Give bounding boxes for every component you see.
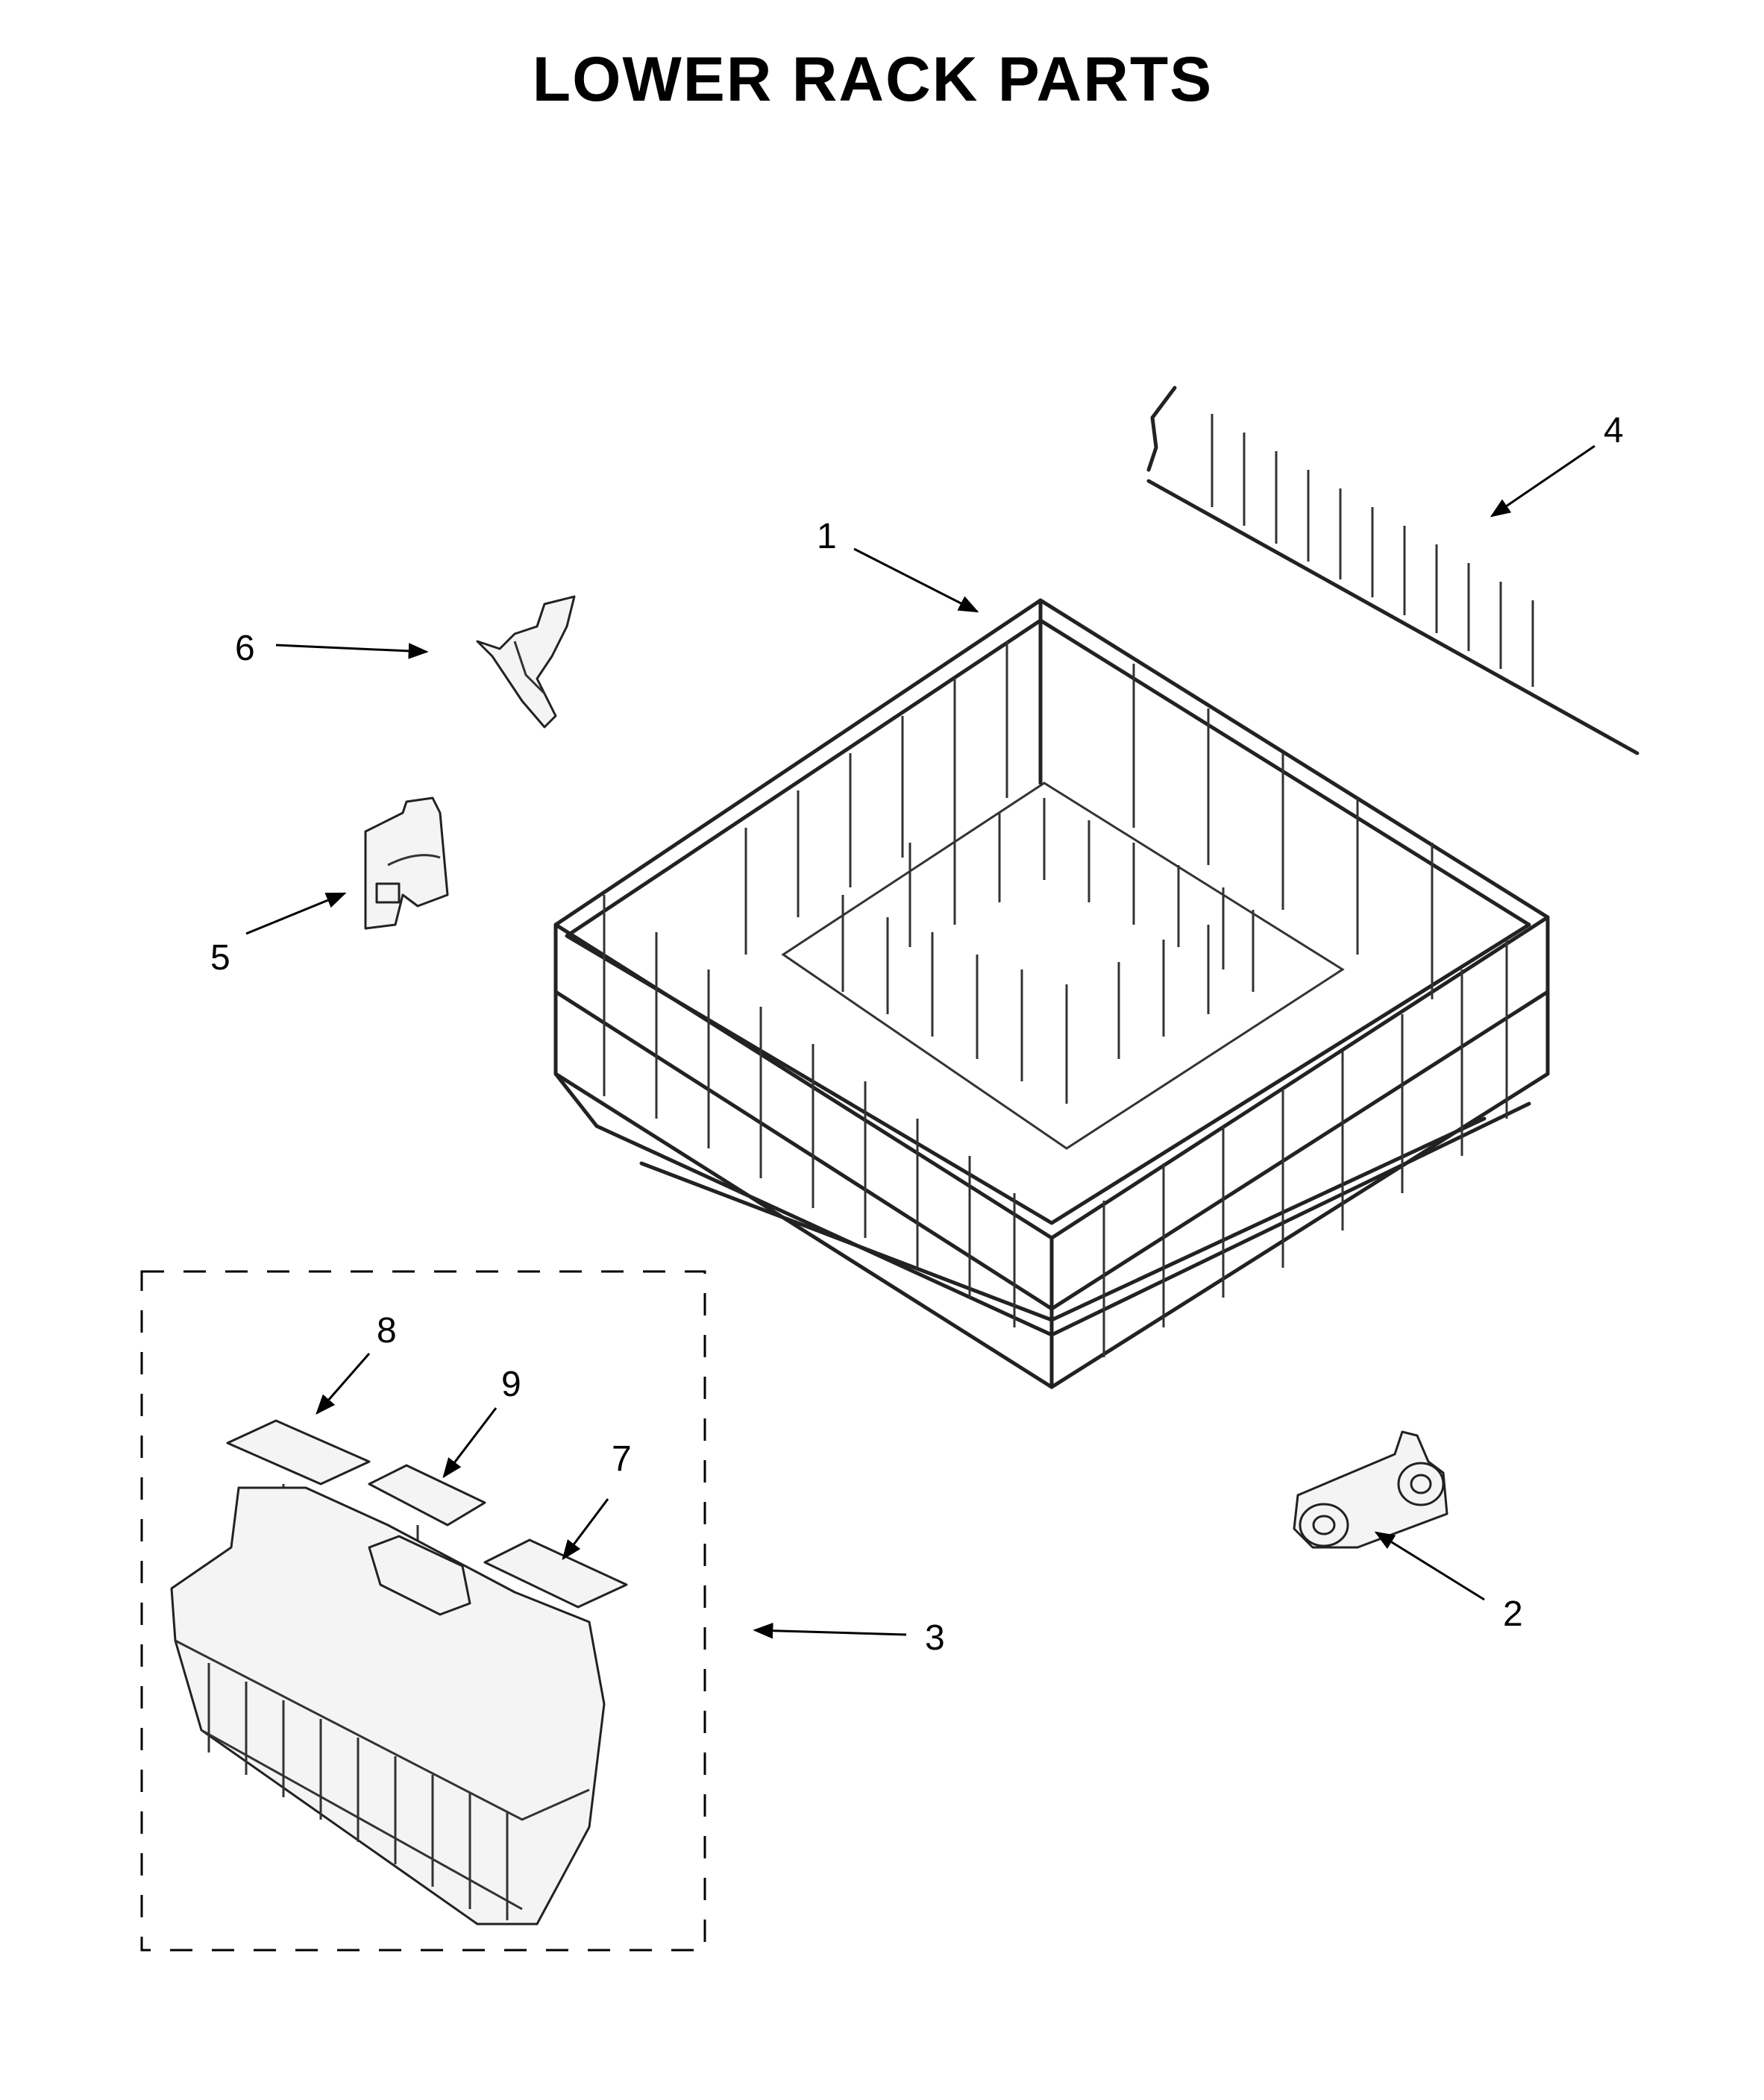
leader-arrows — [245, 444, 1595, 1639]
callout-7: 7 — [612, 1439, 632, 1479]
callout-6: 6 — [235, 629, 255, 668]
callout-3: 3 — [925, 1618, 945, 1658]
basket-assembly-outline — [140, 1270, 706, 1952]
callout-5: 5 — [210, 938, 230, 978]
clip-drawing — [476, 595, 576, 729]
page-title: LOWER RACK PARTS — [532, 44, 1214, 114]
callout-9: 9 — [501, 1365, 521, 1404]
tine-row-drawing — [1146, 386, 1639, 755]
bracket-drawing — [364, 796, 449, 930]
callout-8: 8 — [377, 1311, 397, 1351]
silverware-basket-drawing — [170, 1419, 628, 1925]
callout-4: 4 — [1604, 411, 1624, 450]
rack-roller-drawing — [1293, 1430, 1448, 1549]
lower-rack-drawing — [553, 598, 1550, 1389]
callout-1: 1 — [817, 517, 837, 556]
callout-2: 2 — [1503, 1594, 1523, 1634]
